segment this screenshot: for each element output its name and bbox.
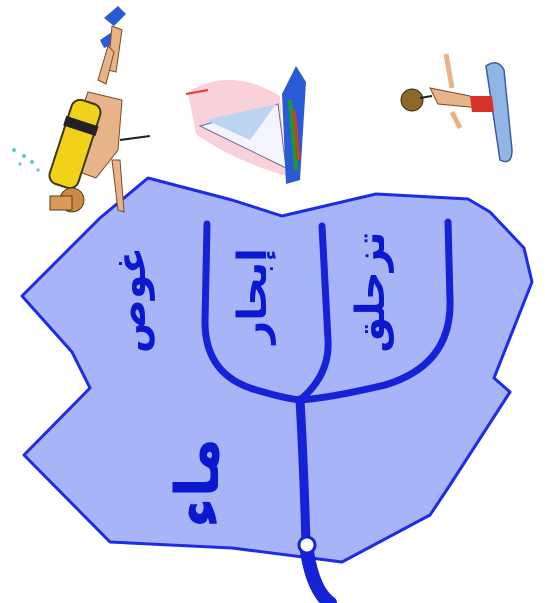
label-text: غوص bbox=[109, 247, 155, 353]
root-label: ماء bbox=[163, 438, 233, 528]
water-skier-icon bbox=[401, 54, 512, 162]
sailboat-icon bbox=[186, 66, 306, 184]
branch-label-sail: إبحار bbox=[230, 248, 276, 346]
root-node bbox=[299, 537, 315, 553]
root-label-text: ماء bbox=[163, 438, 233, 528]
concept-shape bbox=[22, 178, 532, 562]
trunk-line bbox=[300, 400, 306, 545]
branch-label-dive: غوص bbox=[109, 247, 155, 353]
scuba-diver-icon bbox=[12, 6, 150, 212]
label-text: تزحلق bbox=[348, 231, 394, 352]
branch-label-ski: تزحلق bbox=[348, 231, 394, 352]
label-text: إبحار bbox=[230, 248, 276, 346]
